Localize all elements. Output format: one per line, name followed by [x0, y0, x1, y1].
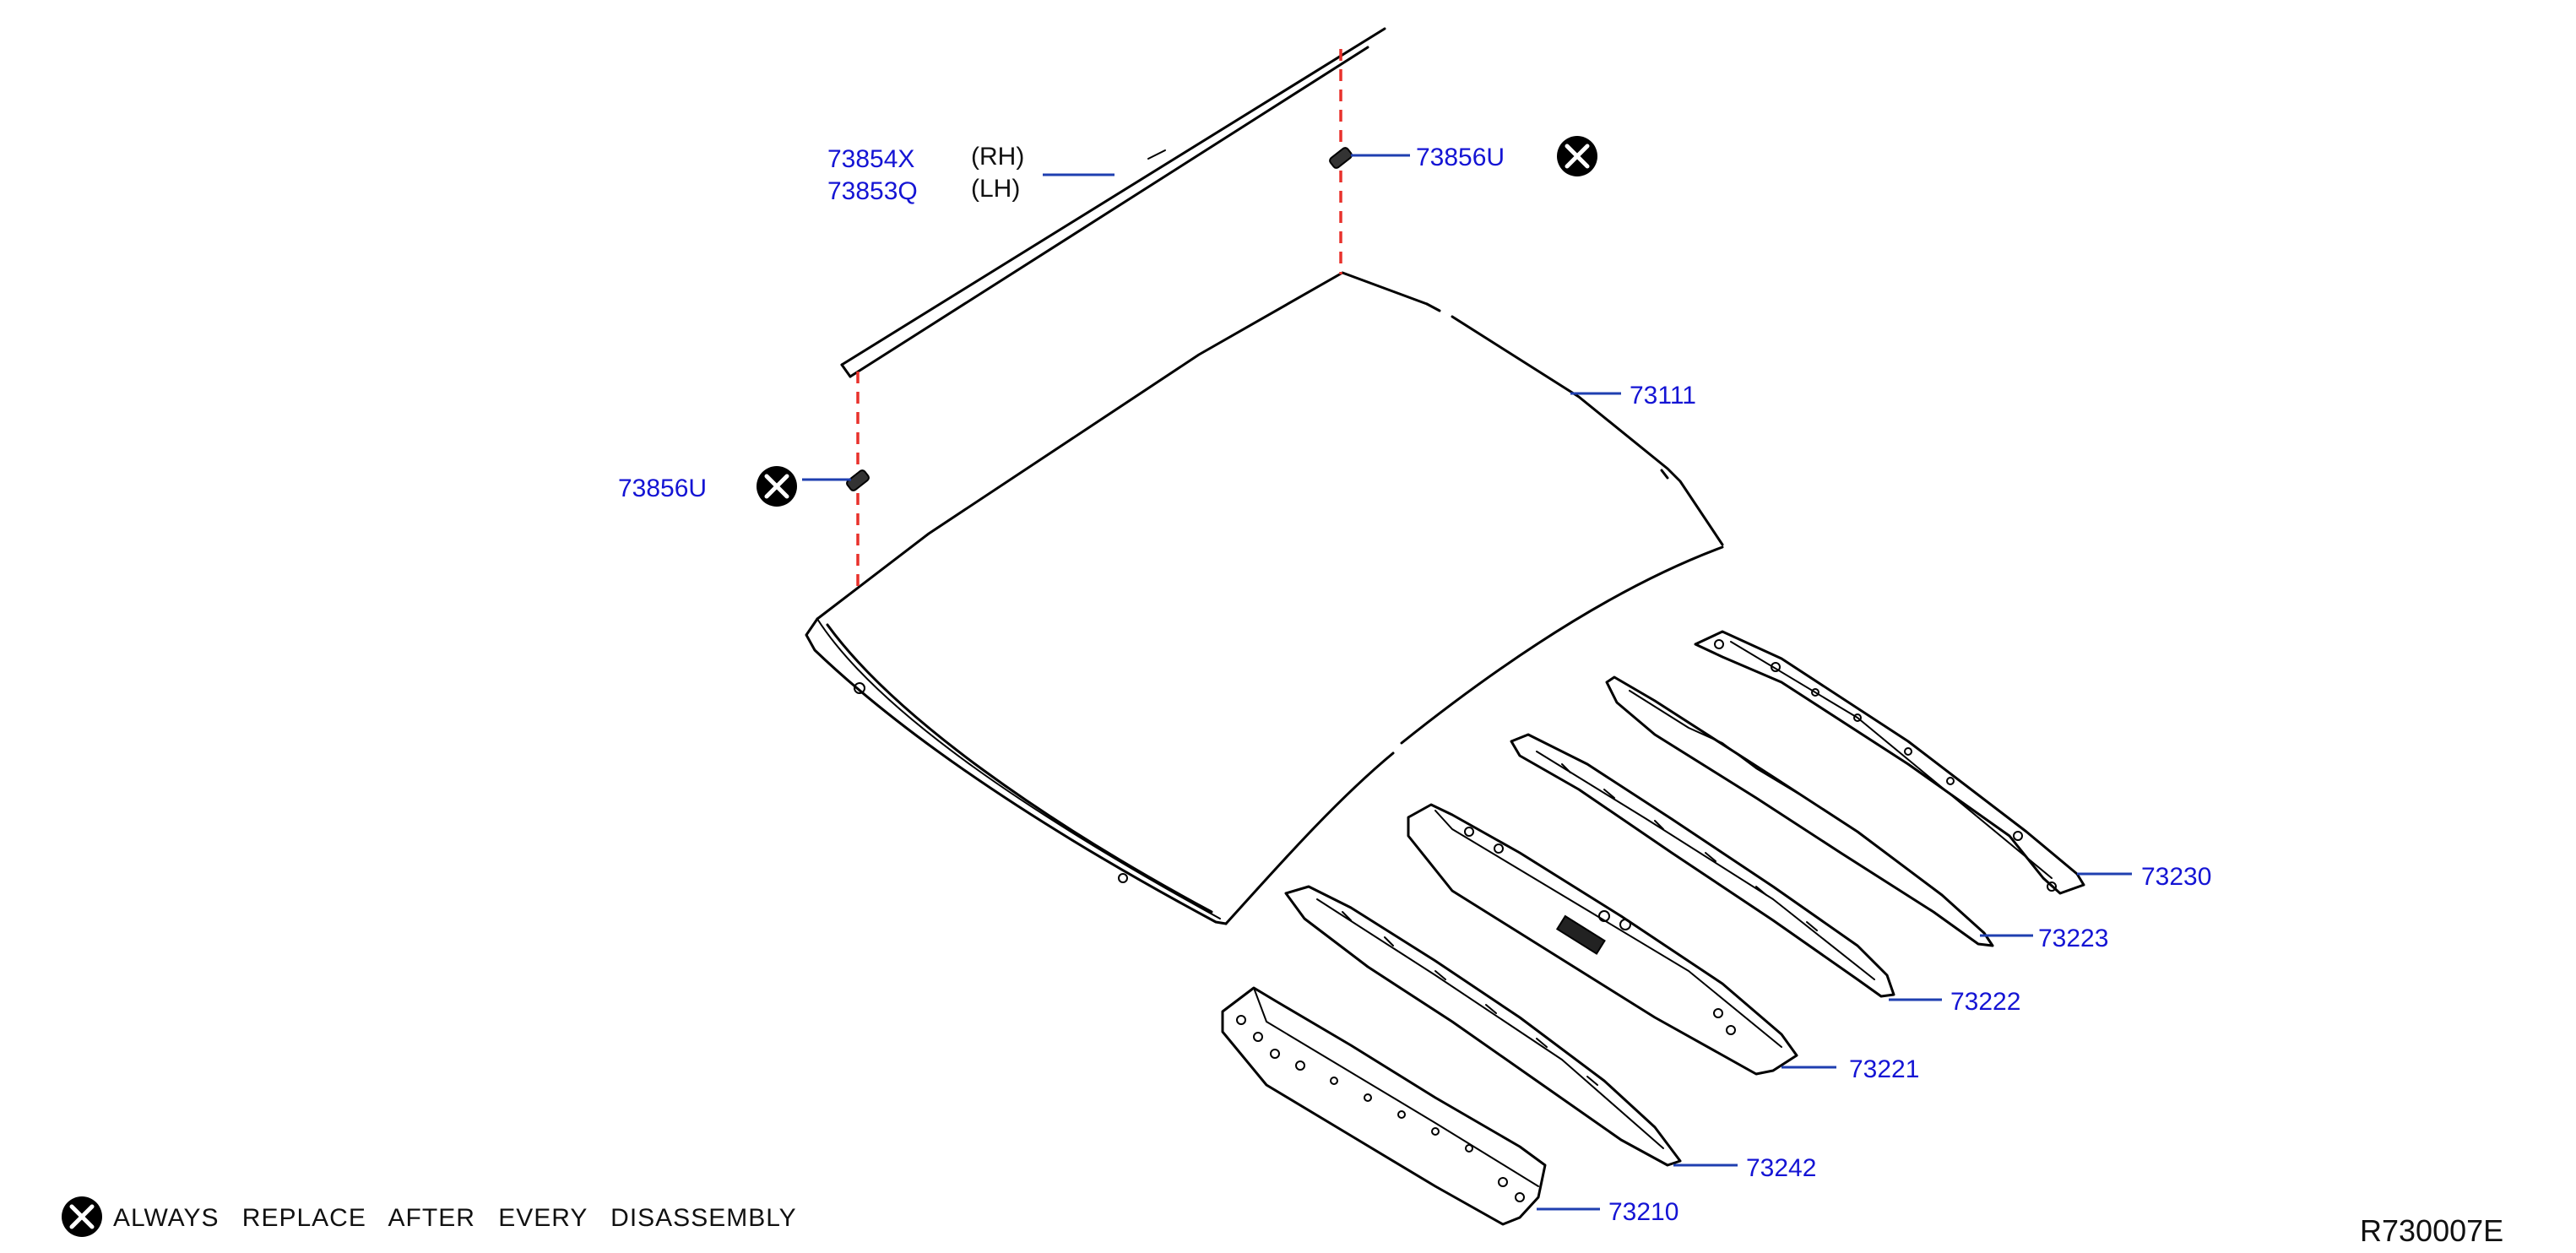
- callout-rh-side: (RH): [971, 143, 1024, 171]
- legend-text: ALWAYS REPLACE AFTER EVERY DISASSEMBLY: [113, 1204, 797, 1232]
- replace-mark-icon: [1557, 136, 1597, 176]
- callout-73223: 73223: [2038, 925, 2108, 952]
- roof-bow-73223: [1605, 675, 1994, 947]
- callout-73242: 73242: [1746, 1154, 1816, 1182]
- callout-73210: 73210: [1608, 1198, 1678, 1226]
- roof-bow-73242: [1284, 885, 1682, 1167]
- legend: ALWAYS REPLACE AFTER EVERY DISASSEMBLY: [62, 1196, 797, 1237]
- roof-bow-73222: [1510, 733, 1895, 998]
- roof-bow-73210: [1221, 986, 1547, 1226]
- diagram-code: R730007E: [2360, 1213, 2503, 1248]
- callout-lh-side: (LH): [971, 175, 1020, 203]
- callout-73230: 73230: [2141, 863, 2211, 891]
- clip-lower-icon: [846, 469, 870, 491]
- roof-bow-73230: [1694, 630, 2085, 895]
- callout-73854X: 73854X: [827, 145, 914, 173]
- callout-73856U-upper: 73856U: [1416, 144, 1505, 171]
- clip-upper-icon: [1329, 147, 1353, 169]
- callout-73222: 73222: [1950, 988, 2020, 1016]
- roof-panel: [805, 271, 1724, 925]
- replace-mark-icon: [757, 466, 797, 507]
- leader-lines: [802, 154, 2132, 1211]
- roof-molding: [840, 27, 1386, 378]
- callout-73111: 73111: [1630, 382, 1696, 410]
- replace-mark-icon: [62, 1196, 102, 1237]
- roof-bow-73221: [1407, 803, 1798, 1076]
- callout-73856U-lower: 73856U: [618, 475, 707, 502]
- callout-73853Q: 73853Q: [827, 177, 918, 205]
- callout-73221: 73221: [1849, 1055, 1919, 1083]
